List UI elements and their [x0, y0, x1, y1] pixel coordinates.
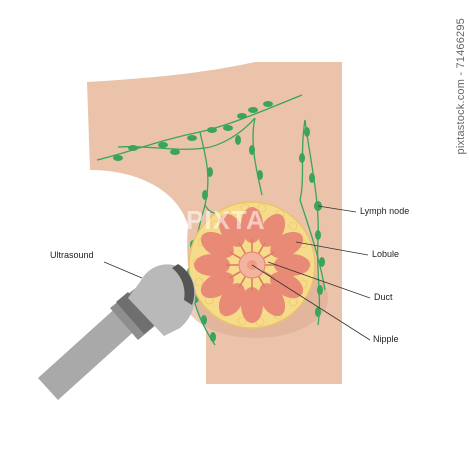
label-lobule: Lobule [372, 249, 400, 259]
label-duct: Duct [374, 292, 393, 302]
ultrasound-probe [38, 264, 196, 400]
watermark-stock-id: pixtastock.com - 71466295 [455, 18, 467, 155]
label-ultrasound: Ultrasound [50, 250, 94, 260]
label-lymph-node: Lymph node [360, 206, 410, 216]
label-nipple: Nipple [373, 334, 399, 344]
leader-lines [103, 205, 371, 341]
watermark-logo: PIXTA [186, 205, 266, 235]
